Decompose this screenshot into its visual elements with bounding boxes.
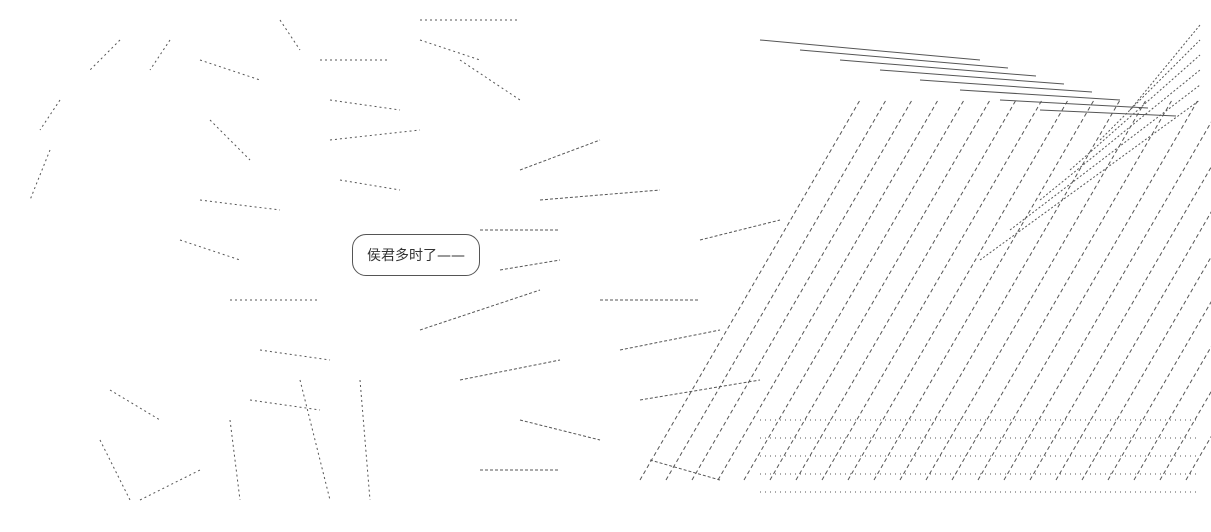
figure-stroke [329, 99, 401, 111]
clash-stroke [519, 419, 601, 441]
speed-line [959, 89, 1121, 101]
speed-line [795, 99, 1017, 481]
speed-line [717, 99, 939, 481]
speed-line [1069, 54, 1201, 171]
figure-stroke [359, 379, 371, 501]
figure-stroke [279, 19, 301, 51]
clash-stroke [419, 289, 541, 331]
speed-line [1129, 24, 1201, 111]
speed-line [879, 69, 1065, 85]
figure-stroke [249, 399, 321, 411]
speed-line [977, 99, 1199, 481]
speed-line [1003, 121, 1211, 481]
speed-line [925, 99, 1147, 481]
speech-bubble: 侯君多时了—— [352, 234, 480, 276]
speed-line [873, 99, 1095, 481]
speed-line [1009, 84, 1201, 231]
speed-line [821, 99, 1043, 481]
speed-line [1185, 435, 1211, 481]
figure-stroke [299, 379, 331, 501]
clash-stroke [619, 329, 721, 351]
figure-stroke [109, 389, 161, 421]
figure-stroke [329, 129, 421, 141]
figure-stroke [199, 199, 281, 211]
figure-stroke [419, 39, 481, 61]
clash-stroke [459, 359, 561, 381]
speed-line [759, 39, 981, 61]
figure-stroke [199, 59, 261, 81]
clash-stroke [499, 259, 561, 271]
figure-stroke [209, 119, 251, 161]
clash-stroke [639, 379, 761, 401]
speed-line [769, 99, 991, 481]
speed-line [1039, 109, 1177, 117]
clash-stroke [539, 189, 661, 201]
speed-line [1029, 166, 1211, 481]
speed-line [919, 79, 1093, 93]
figure-stroke [29, 149, 51, 201]
speed-line [691, 99, 913, 481]
speed-line [1039, 69, 1201, 201]
figure-stroke [39, 99, 61, 131]
speed-line [1159, 390, 1211, 481]
figure-stroke [459, 59, 521, 101]
speed-line [799, 49, 1009, 69]
speed-line [1099, 39, 1201, 141]
speed-line [999, 99, 1149, 109]
figure-stroke [139, 469, 201, 501]
figure-stroke [149, 39, 171, 71]
speed-line [1081, 256, 1211, 481]
speed-line [1107, 301, 1211, 481]
figure-stroke [89, 39, 121, 71]
figure-stroke [259, 349, 331, 361]
speed-line [951, 99, 1173, 481]
figure-stroke [229, 419, 241, 501]
speed-line [899, 99, 1121, 481]
figure-stroke [339, 179, 401, 191]
figure-stroke [179, 239, 241, 261]
speech-bubble-text: 侯君多时了—— [367, 248, 465, 264]
clash-stroke [519, 139, 601, 171]
speed-line [979, 99, 1201, 261]
clash-stroke [649, 459, 721, 481]
speed-line [1133, 346, 1211, 481]
speed-line [847, 99, 1069, 481]
figure-stroke [99, 439, 131, 501]
speed-line [639, 99, 861, 481]
speed-line [1055, 211, 1211, 481]
clash-stroke [699, 219, 781, 241]
speed-line [839, 59, 1037, 77]
speed-line [665, 99, 887, 481]
speed-line [743, 99, 965, 481]
